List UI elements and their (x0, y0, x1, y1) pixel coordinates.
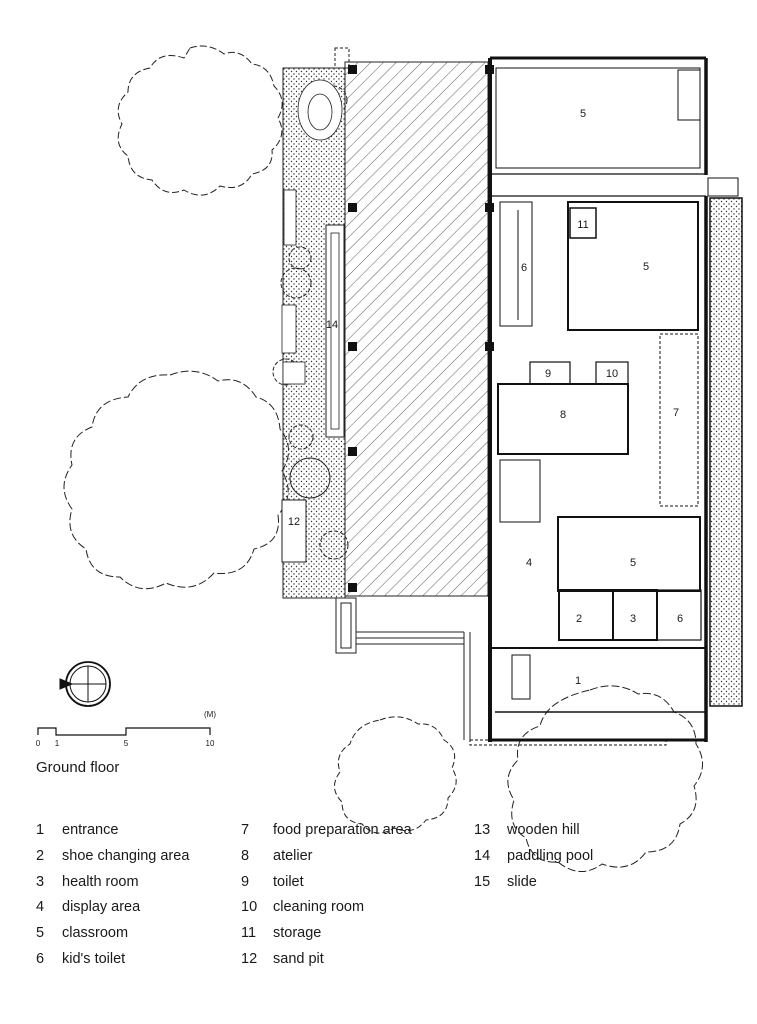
room-label-2: 2 (576, 613, 582, 625)
east-planter (709, 197, 743, 707)
tree-south-center (334, 716, 457, 834)
scale-tick-0: 0 (36, 739, 41, 748)
room-label-9: 9 (545, 368, 551, 380)
room-label-12: 12 (288, 516, 300, 528)
scale-tick-5: 5 (124, 739, 129, 748)
room-label-1: 1 (575, 675, 581, 687)
tree-northwest (117, 45, 283, 196)
room-label-8: 8 (560, 409, 566, 421)
paddling-pool (325, 224, 345, 438)
room-label-11: 11 (577, 219, 588, 231)
room-label-14: 14 (326, 319, 338, 331)
wooden-bench (283, 189, 297, 246)
room-label-5-lower: 5 (630, 557, 636, 569)
room-label-10: 10 (606, 368, 618, 380)
terrace-deck (344, 61, 489, 597)
entrance-steps (335, 597, 471, 740)
tree-south-east (507, 685, 703, 872)
scale-bar: (M) 0 1 5 10 (36, 710, 217, 748)
scale-tick-10: 10 (206, 739, 215, 748)
room-label-5-upper: 5 (580, 108, 586, 120)
room-label-6-upper: 6 (521, 262, 527, 274)
scale-unit: (M) (204, 710, 216, 719)
wooden-hill (297, 79, 343, 141)
room-labels: 5 6 11 5 14 9 10 8 7 12 4 5 2 3 6 1 (288, 108, 683, 687)
scale-tick-1: 1 (55, 739, 60, 748)
floor-title: Ground floor (36, 759, 120, 776)
north-arrow-icon (59, 661, 111, 707)
tree-west (63, 370, 289, 590)
room-label-7: 7 (673, 407, 679, 419)
room-label-3: 3 (630, 613, 636, 625)
sand-pit-frame (281, 499, 307, 563)
building-walls (469, 56, 708, 746)
room-label-4: 4 (526, 557, 532, 569)
room-label-6-lower: 6 (677, 613, 683, 625)
room-label-5-middle: 5 (643, 261, 649, 273)
